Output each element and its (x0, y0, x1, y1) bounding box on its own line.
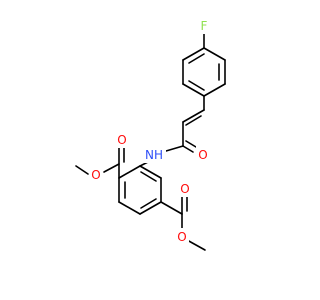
bond-aryl-inner-1 (140, 171, 157, 182)
lower-carbonyl-oxygen-label: O (180, 182, 189, 196)
lower-ether-oxygen-label: O (177, 230, 186, 244)
fluorine-label: F (201, 19, 208, 33)
bond-ring-inner-1 (188, 53, 205, 64)
bond-ring-bottom-left (182, 83, 205, 97)
bond-carbonyl-to-nitrogen (165, 145, 184, 152)
bond-ring-top-2 (203, 47, 226, 61)
bond-ring-inner-2 (188, 80, 205, 91)
bond-aryl-5 (118, 201, 141, 215)
bond-vinyl-double-1 (182, 109, 205, 123)
bond-upper-methyl (75, 165, 89, 175)
bond-vinyl-double-2 (185, 115, 202, 126)
bond-lower-methyl (186, 239, 206, 251)
terephthalate-ring (118, 165, 162, 215)
bond-ring-top-1 (182, 47, 205, 61)
lower-ester-group (160, 195, 206, 251)
atom-labels: F NH O O O O O (89, 17, 210, 245)
fluorophenyl-ring (182, 33, 226, 97)
bond-upper-ester-oxygen (103, 163, 120, 173)
bond-ring-to-lower-ester (160, 201, 183, 215)
upper-ether-oxygen-label: O (91, 168, 100, 182)
upper-carbonyl-oxygen-label: O (117, 133, 126, 147)
bond-amide-carbonyl-2 (185, 140, 197, 148)
bond-aryl-2 (139, 165, 162, 179)
amide-oxygen-label: O (198, 148, 207, 162)
bond-ring-bottom-right (203, 83, 226, 97)
molecule-structure: F NH O O O O O (75, 17, 226, 251)
bond-amide-carbonyl-1 (182, 145, 194, 153)
bond-aryl-1 (118, 165, 141, 179)
amide-nitrogen-label: NH (145, 148, 163, 162)
bond-aryl-inner-2 (140, 198, 157, 209)
bond-aryl-4 (139, 201, 162, 215)
